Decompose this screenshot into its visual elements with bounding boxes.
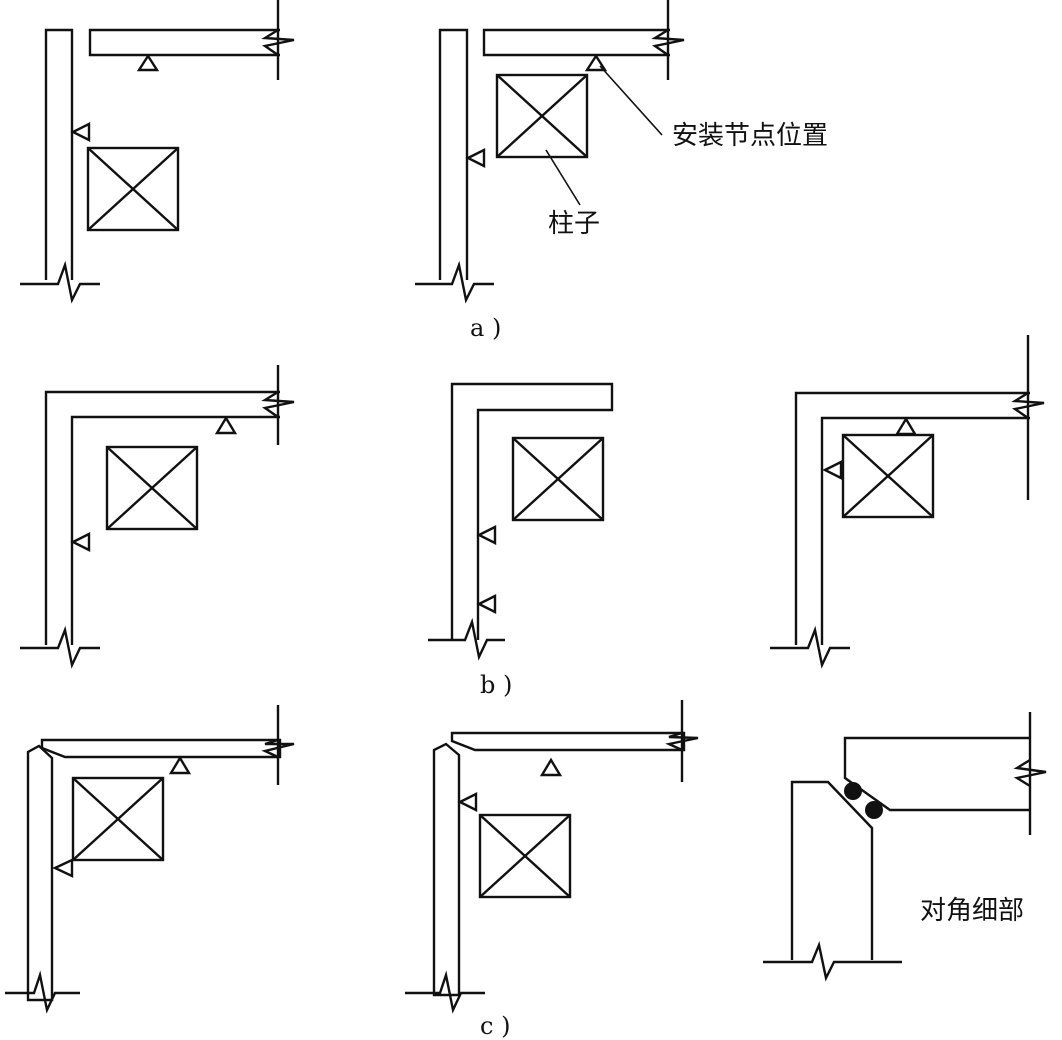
break-line-bottom [428,617,505,661]
break-line-right [651,28,685,56]
break-line-bottom [770,625,850,669]
vertical-member-beveled [790,780,874,960]
horizontal-member-beveled [843,736,1030,812]
install-node-marker [822,460,843,480]
install-node-marker [476,594,497,614]
break-line-right [261,738,295,759]
break-line-right [261,28,295,56]
panel-c1 [5,705,295,1014]
vertical-wall [44,28,74,280]
inner-corner-wall [70,415,280,645]
caption-b: b ) [480,671,512,699]
install-node-marker [214,415,238,435]
horizontal-wall [88,28,280,57]
corner-wall [450,382,614,640]
leader-line-install-node [599,65,663,136]
install-node-marker [476,525,497,545]
outer-corner-wall [794,391,1030,645]
install-node-marker [136,53,160,72]
break-line-bottom [405,970,485,1014]
weld-dot [844,782,862,800]
install-node-marker [539,757,563,777]
install-node-marker [457,792,478,812]
vertical-wall-beveled [432,742,461,997]
diagonal-detail-label: 对角细部 [920,896,1024,926]
horizontal-wall-beveled [40,738,282,759]
break-line-right [261,390,295,418]
outer-corner-wall [44,390,280,645]
column-box [841,433,935,519]
column-box [495,73,589,159]
panel-a1 [20,0,295,304]
horizontal-wall [482,28,670,57]
install-node-marker [465,148,486,168]
panel-a2 [415,0,685,304]
vertical-wall [438,28,469,280]
column-box [511,436,605,522]
column-box [105,445,199,531]
caption-c: c ) [480,1012,510,1040]
panel-b3 [770,335,1045,669]
weld-dot [865,801,883,819]
install-node-marker [168,755,192,775]
panel-b1 [20,365,295,669]
install-node-marker [894,416,918,436]
break-line-bottom [5,970,80,1014]
break-line-right [1013,758,1047,788]
panel-b2 [428,382,614,661]
leader-line-column [545,149,581,206]
break-line-bottom [763,940,902,982]
break-line-right [1011,391,1045,419]
break-line-bottom [20,625,100,669]
column-box [478,813,572,899]
column-box [71,776,165,862]
install-node-marker [584,53,608,72]
install-node-marker [52,858,74,878]
install-node-label: 安装节点位置 [672,121,828,151]
diagonal-detail-panel [763,712,1047,982]
caption-a: a ) [470,314,501,342]
break-line-bottom [415,260,494,304]
column-box [86,146,180,232]
inner-corner-wall [820,416,1030,645]
panel-c2 [405,700,699,1014]
horizontal-wall-beveled [450,731,686,752]
install-node-marker [70,122,91,142]
break-line-right [665,731,699,752]
vertical-wall-beveled [26,744,54,1002]
break-line-bottom [20,260,100,304]
install-node-marker [70,532,91,552]
column-label: 柱子 [548,209,600,239]
